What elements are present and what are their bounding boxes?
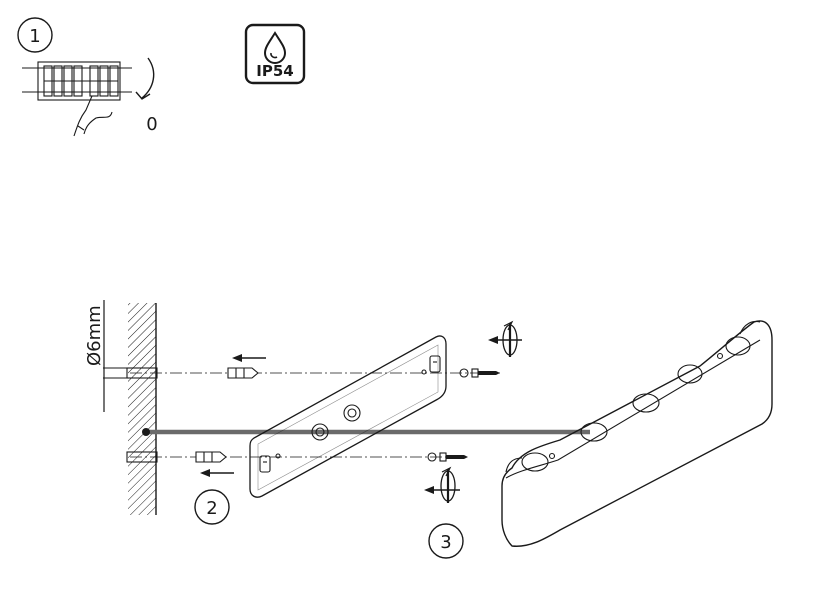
power-cable: [142, 428, 590, 436]
step-2-badge: 2: [194, 489, 230, 525]
alignment-lines: [130, 372, 500, 458]
svg-text:2: 2: [206, 498, 217, 519]
screw-upper: [459, 368, 500, 378]
bracket-holes: [275, 369, 427, 459]
screw-lower: [427, 452, 468, 462]
mounting-bracket: [249, 335, 447, 498]
bracket-slot-lower: [259, 455, 271, 473]
switch-off-arrow-icon: [135, 57, 155, 100]
svg-text:3: 3: [440, 532, 451, 553]
step-3-badge: 3: [428, 523, 464, 559]
ip-rating-text: IP54: [256, 62, 293, 80]
wall-lamp-body: [501, 320, 773, 547]
switch-position-label: 0: [146, 114, 157, 135]
lamp-lens-openings: [521, 336, 751, 472]
insert-arrow-lower-icon: [200, 469, 234, 477]
drill-diameter-label: Ø6mm: [84, 305, 105, 366]
bracket-slot-upper: [429, 355, 441, 373]
wall-plug-upper: [227, 367, 259, 379]
wall-plug-lower: [195, 451, 227, 463]
screw-rotation-lower-icon: [424, 466, 460, 503]
wall: [126, 303, 158, 515]
ip-rating-badge: IP54: [244, 23, 306, 85]
circuit-breaker-panel: [22, 61, 132, 137]
screw-rotation-upper-icon: [488, 320, 522, 357]
breaker-switches: [43, 65, 119, 97]
drill-diameter-dimension: Ø6mm: [84, 300, 128, 412]
step-1-badge: 1: [17, 17, 53, 53]
hand-icon: [73, 95, 113, 137]
water-drop-icon: [263, 31, 287, 64]
svg-text:1: 1: [29, 26, 40, 47]
insert-arrow-upper-icon: [232, 354, 266, 362]
